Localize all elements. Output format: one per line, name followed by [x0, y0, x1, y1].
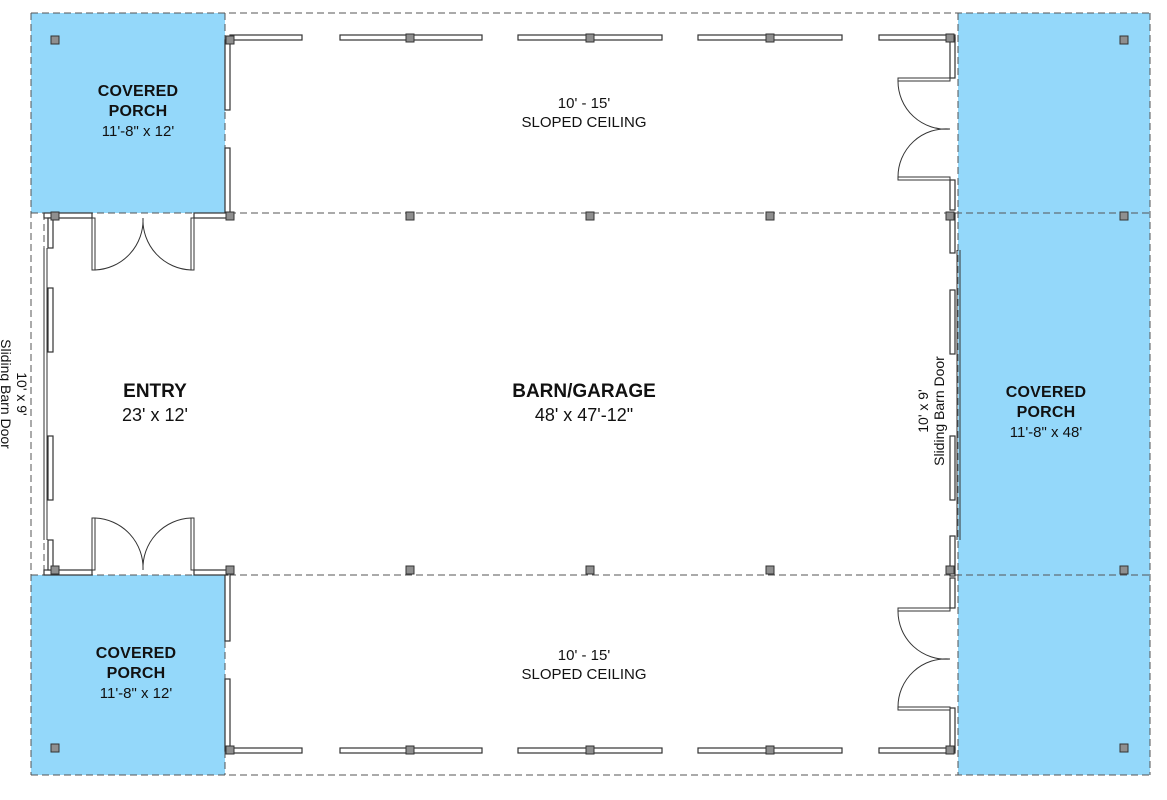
porch-right-label: COVERED PORCH 11'-8" x 48' [986, 383, 1106, 442]
porch-bottom-left-label: COVERED PORCH 11'-8" x 12' [76, 644, 196, 703]
barn-door-tracks [43, 248, 961, 540]
porch-top-left-label: COVERED PORCH 11'-8" x 12' [78, 82, 198, 141]
left-barn-door-label: 10' x 9' Sliding Barn Door [0, 319, 30, 469]
right-barn-door-size: 10' x 9' [915, 389, 931, 433]
right-barn-door-label: 10' x 9' Sliding Barn Door [915, 336, 947, 486]
porch-bottom-left-size: 11'-8" x 12' [99, 685, 173, 702]
left-barn-door-size: 10' x 9' [14, 372, 30, 416]
right-inner-walls [949, 37, 956, 751]
porch-bottom-left-name-1: COVERED [95, 645, 177, 662]
posts [50, 33, 1129, 755]
left-inner-walls [224, 39, 231, 752]
porch-right-name-2: PORCH [1016, 404, 1076, 421]
lower-bay-ceiling: SLOPED CEILING [521, 666, 647, 683]
entry-label: ENTRY 23' x 12' [95, 380, 215, 426]
entry-top-double-door [91, 217, 195, 271]
upper-bay-ceiling: SLOPED CEILING [521, 114, 647, 131]
upper-bay-label: 10' - 15' SLOPED CEILING [484, 94, 684, 132]
porch-top-left-size: 11'-8" x 12' [101, 123, 175, 140]
porch-top-left-name-2: PORCH [108, 103, 168, 120]
barn-name: BARN/GARAGE [512, 381, 656, 402]
porch-top-left-area [31, 13, 225, 213]
entry-bottom-double-door [91, 517, 195, 571]
barn-label: BARN/GARAGE 48' x 47'-12" [484, 380, 684, 426]
entry-walls [43, 212, 229, 576]
porch-bottom-left-name-2: PORCH [106, 665, 166, 682]
porch-top-left-name-1: COVERED [97, 83, 179, 100]
lower-bay-height: 10' - 15' [557, 647, 611, 664]
right-upper-double-door [897, 77, 951, 181]
porch-right-size: 11'-8" x 48' [1009, 424, 1083, 441]
upper-bay-height: 10' - 15' [557, 95, 611, 112]
right-barn-door-type: Sliding Barn Door [931, 356, 947, 466]
entry-name: ENTRY [123, 381, 187, 402]
porch-bottom-left-area [31, 575, 225, 775]
left-barn-door-type: Sliding Barn Door [0, 339, 14, 449]
barn-size: 48' x 47'-12" [534, 405, 634, 425]
lower-bay-label: 10' - 15' SLOPED CEILING [484, 646, 684, 684]
porch-right-name-1: COVERED [1005, 384, 1087, 401]
right-lower-double-door [897, 607, 951, 711]
entry-size: 23' x 12' [122, 405, 188, 425]
porch-right-area [958, 13, 1150, 775]
